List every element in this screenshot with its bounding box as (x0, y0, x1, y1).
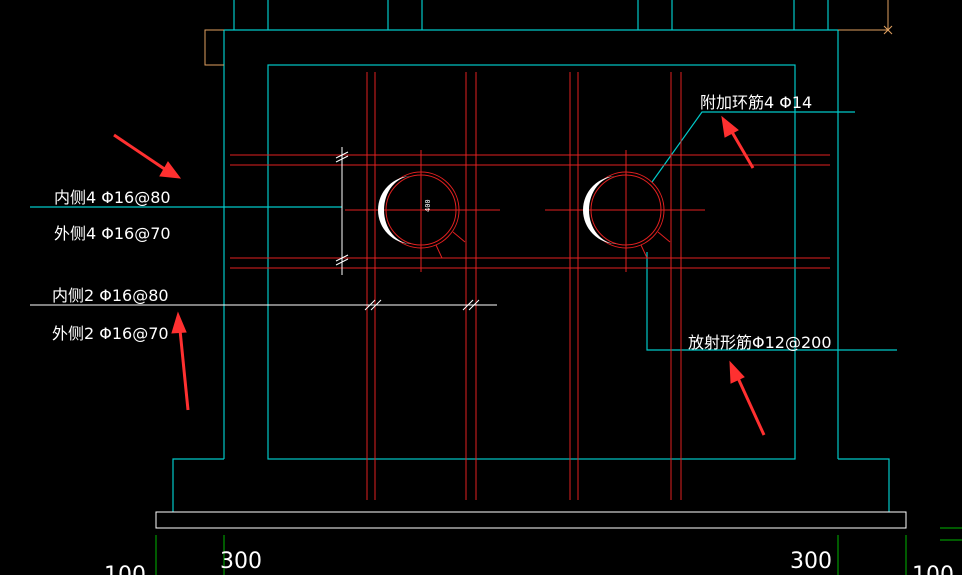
arrow-ring-rebar (721, 115, 755, 169)
rebar-lines (230, 72, 830, 500)
label-ring-rebar: 附加环筋4 Φ14 (700, 93, 812, 112)
label-radial-rebar: 放射形筋Φ12@200 (688, 333, 832, 352)
annotation-lines (30, 147, 907, 529)
dimension-left-100: 100 (104, 563, 146, 575)
arrow-radial-rebar (729, 360, 766, 436)
hole-openings (378, 176, 617, 244)
highlight-arrows (113, 115, 766, 436)
arrow-left-top (113, 133, 182, 179)
label-inner-4: 内侧4 Φ16@80 (54, 188, 171, 207)
arrow-left-bottom (171, 311, 190, 411)
dimension-left-300: 300 (220, 549, 262, 574)
dimension-right-300: 300 (790, 549, 832, 574)
label-outer-2: 外侧2 Φ16@70 (52, 324, 169, 343)
dimension-right-100: 100 (912, 563, 954, 575)
concrete-outline (30, 0, 897, 512)
dimension-lines (155, 527, 962, 575)
label-inner-2: 内侧2 Φ16@80 (52, 286, 169, 305)
label-outer-4: 外侧4 Φ16@70 (54, 224, 171, 243)
hole-dimension: 400 (424, 199, 432, 212)
corner-markers (204, 0, 893, 66)
